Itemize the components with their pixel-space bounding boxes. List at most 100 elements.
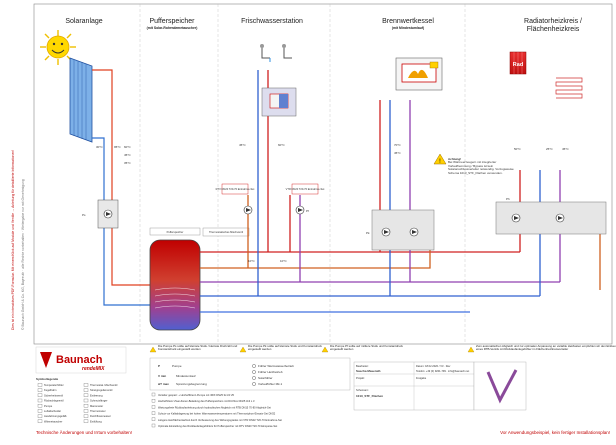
legend-left-list: TemperaturfühlerKugelhahnSicherheitsvent…	[37, 383, 67, 423]
product-item: Optimale Einstellung des Rücklaufanlegef…	[158, 424, 278, 428]
key-vmin-desc: Mindestumlauf	[176, 374, 196, 378]
freshwater-module[interactable]	[261, 87, 297, 117]
warning-note: !	[433, 153, 447, 165]
heating-distributor[interactable]	[495, 201, 607, 235]
label-thermo: Thermostatisches Mischventil	[209, 230, 243, 234]
freshwater-pump[interactable]	[295, 205, 305, 215]
floor-heating-loops[interactable]	[555, 77, 583, 99]
header-heating-2: Flächenheizkreis	[527, 26, 580, 33]
label-ph: Ph	[506, 197, 510, 201]
header-boiler-sub: (mit Mindestumlauf)	[392, 26, 424, 30]
legend-item: Thermometer	[90, 409, 106, 413]
warning-title: Achtung!	[448, 157, 461, 161]
temp-fw-hot: 60°C	[278, 143, 286, 147]
shower-icon	[282, 44, 292, 59]
pump-note: Die Pumpe Pf sollte auf mittlere Stufe u…	[330, 345, 403, 352]
legend-item: Rückschlagventil	[44, 399, 64, 403]
legend-symbol-icon	[37, 383, 43, 387]
header-solar: Solaranlage	[65, 18, 102, 25]
legend-symbol-icon	[83, 419, 89, 423]
pump-note: Die Pumpe Pk sollte auf kleinste Stufe u…	[248, 345, 322, 352]
legend-item: Temperaturfühler	[44, 383, 64, 387]
key-f2: Fühler Heizbetrieb	[258, 370, 283, 374]
key-p-desc: Pumpe	[172, 364, 182, 368]
label-pk: Pk	[366, 231, 370, 235]
checkbox-icon	[151, 392, 156, 397]
warning-icon	[321, 346, 329, 353]
legend-symbol-icon	[83, 414, 89, 418]
legend-symbol-icon	[37, 419, 43, 423]
legend-symbol-icon	[37, 404, 43, 408]
radiator[interactable]	[509, 51, 527, 75]
legend-symbol-icon	[37, 398, 43, 403]
baunach-logo: Baunach rendeMIX	[35, 346, 127, 374]
temp-rad-flow: 50°C	[514, 147, 522, 151]
header-freshwater: Frischwasserstation	[241, 18, 303, 25]
tb-dates: Datum: 18.02.2020 / V3 · Rev	[416, 364, 451, 368]
checkbox-icon	[151, 411, 156, 415]
header-buffer-sub: (mit Solar-Rohrwärmetauscher)	[147, 26, 198, 30]
checkbox-icon	[151, 399, 156, 403]
temp-floor: 45°C	[562, 147, 570, 151]
product-list: Verteiler gespart: + Hocheffizienz-Pumpe…	[151, 392, 282, 428]
solar-pump-group[interactable]	[97, 199, 119, 229]
svg-text:!: !	[439, 159, 441, 165]
key-box	[149, 357, 351, 391]
legend-item: Wärmetauscher	[44, 419, 62, 423]
product-item: Längere Heizflächenlaufzeit durch Verbes…	[158, 418, 282, 422]
legend-item: Sicherheitsventil	[44, 393, 63, 397]
footer-right: Vor Anwendungsbeispiel, kein fertiger In…	[500, 430, 610, 435]
key-f1: Fühler Warmwasserbetrieb	[258, 364, 294, 368]
header-boiler: Brennwertkessel	[382, 18, 434, 25]
legend-item: Strangregulierventil	[90, 388, 113, 392]
legend-symbol-icon	[37, 414, 43, 418]
temp-rad-ret: 25°C	[546, 147, 554, 151]
legend-item: Schmutzfänger	[90, 399, 108, 403]
tb-schema: 1013_STF_Flächen	[356, 394, 383, 398]
temp-boiler-hot: 70°C	[394, 143, 402, 147]
sun-icon	[40, 30, 76, 65]
rtv1-box	[221, 183, 249, 195]
warning-icon	[239, 346, 247, 353]
boiler[interactable]	[395, 57, 443, 91]
tb-label-schema: Schemanr.:	[356, 388, 369, 392]
freshwater-pump[interactable]	[243, 205, 253, 215]
product-item: Schutz vor Kalkablagerung bei hohen Warm…	[158, 412, 276, 416]
temp-boiler-ret: 45°C	[394, 151, 402, 155]
legend-symbol-icon	[37, 388, 43, 392]
product-item: Verteiler gespart: + Hocheffizienz-Pumpe…	[158, 393, 235, 397]
key-dt: ΔT max	[158, 382, 169, 386]
tb-ersteller: Sascha Maserath	[356, 369, 381, 373]
checkbox-icon	[151, 423, 156, 428]
temp-fw-cold-2: 10°C	[280, 259, 288, 263]
tb-label-bearb: Bearbeitet:	[356, 364, 369, 368]
legend-item: Kugelhahn	[44, 388, 57, 392]
warning-body: Bei Wärmeerzeugern mit integrierter Vorl…	[448, 161, 514, 175]
logo-brand: Baunach	[56, 354, 103, 366]
legend-symbol-icon	[37, 409, 43, 413]
checkmark-icon	[486, 369, 518, 404]
warning-body-wrap: Bei Wärmeerzeugern mit integrierter Vorl…	[448, 161, 514, 175]
legend-item: Ausdehnungsgefäß	[44, 414, 67, 418]
warning-icon	[149, 346, 157, 353]
key-f3: Solarfühler	[258, 376, 273, 380]
solar-collector[interactable]	[69, 57, 93, 143]
distribution-pipes	[200, 70, 601, 313]
boiler-mixer-module[interactable]	[371, 209, 435, 251]
legend-item: Entlüftung	[90, 419, 102, 423]
checkbox-icon	[151, 417, 156, 421]
buffer-tank[interactable]	[149, 239, 201, 331]
side-text-gray: © Baunach GmbH & Co. KG, Bayreuth · alle…	[21, 179, 25, 330]
legend-symbol-icon	[83, 404, 89, 408]
temp-buffer-bot: 35°C	[124, 161, 132, 165]
buffer-label-box	[149, 227, 201, 236]
logo-sub: rendeMIX	[82, 366, 105, 372]
footer-left: Technische Änderungen und Irrtum vorbeha…	[36, 429, 132, 435]
label-rtv1: RTV DN20 T20-70 Entnahme-Set	[216, 187, 255, 191]
product-item: Hocheffizienz Zwei-Zonen-Beladung des Pu…	[158, 399, 255, 403]
pump-note: Die Pumpe Ps sollte auf kleinste Stufe /…	[158, 345, 238, 352]
temp-buffer-mid: 45°C	[124, 153, 132, 157]
label-pf: Pf	[306, 209, 309, 213]
tb-contact: Telefon: +49 (0) 9201-799 · info@baunach…	[416, 369, 469, 373]
